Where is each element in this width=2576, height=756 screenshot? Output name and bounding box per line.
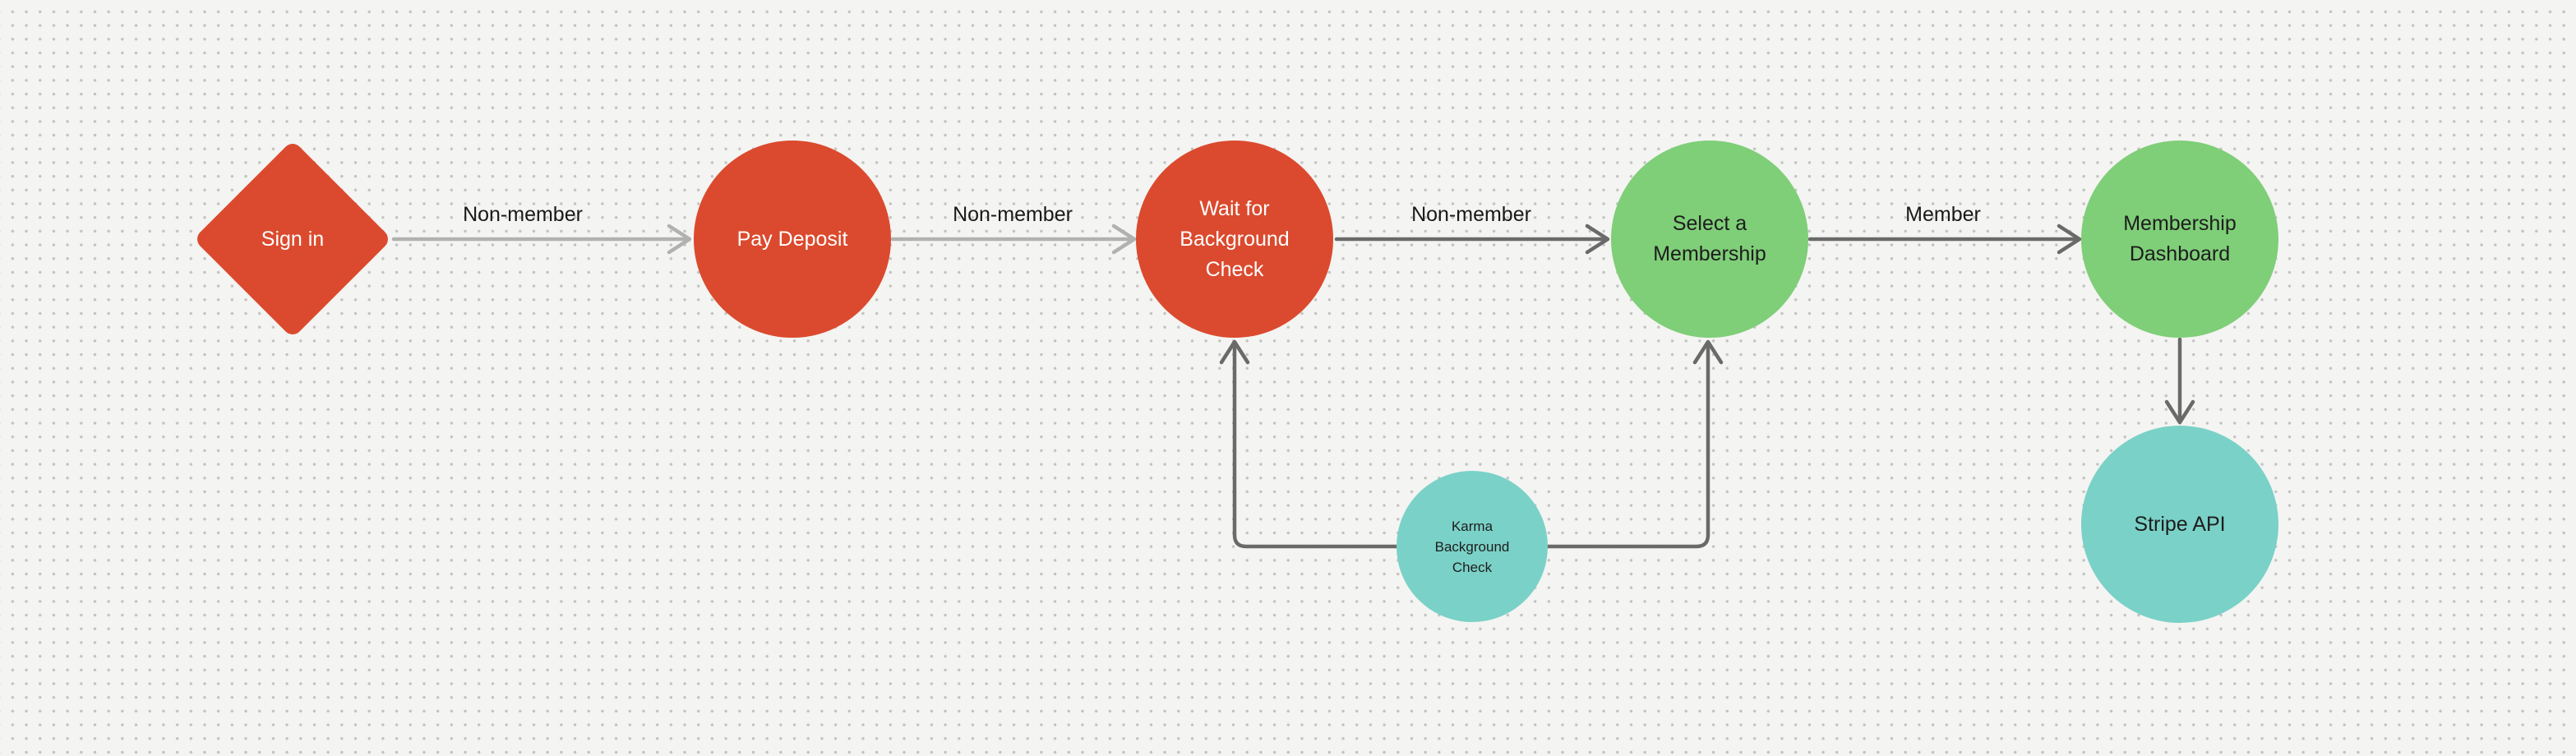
- node-label: Sign in: [261, 227, 325, 251]
- arrowhead-right-icon: [2057, 224, 2082, 255]
- arrowhead-right-icon: [1111, 224, 1137, 255]
- edge-label-non-member-2[interactable]: Non-member: [953, 203, 1073, 226]
- edge-label-non-member-1[interactable]: Non-member: [463, 203, 583, 226]
- edge-line[interactable]: [1545, 343, 1710, 549]
- edge-select-membership-to-membership-dashboard[interactable]: [1807, 224, 2082, 255]
- arrowhead-up-icon: [1219, 339, 1250, 365]
- node-sign-in[interactable]: Sign in: [193, 140, 392, 339]
- edge-label-member[interactable]: Member: [1905, 203, 1981, 226]
- node-label: Stripe API: [2134, 512, 2226, 536]
- node-label: Wait for Background Check: [1180, 196, 1290, 281]
- arrowhead-down-icon: [2164, 399, 2195, 425]
- node-stripe-api[interactable]: Stripe API: [2081, 426, 2278, 623]
- edge-label-non-member-3[interactable]: Non-member: [1411, 203, 1531, 226]
- edge-wait-background-check-to-select-membership[interactable]: [1334, 224, 1610, 255]
- node-label: Karma Background Check: [1434, 518, 1510, 575]
- edge-karma-background-check-to-wait-background-check[interactable]: [1219, 339, 1399, 549]
- arrowhead-up-icon: [1692, 339, 1724, 365]
- edge-membership-dashboard-to-stripe-api[interactable]: [2164, 337, 2195, 425]
- edge-line[interactable]: [1232, 343, 1399, 549]
- edge-sign-in-to-pay-deposit[interactable]: [391, 224, 692, 255]
- node-membership-dashboard[interactable]: Membership Dashboard: [2081, 141, 2278, 338]
- node-label: Pay Deposit: [736, 227, 848, 251]
- node-label: Select a Membership: [1653, 212, 1766, 265]
- edge-pay-deposit-to-wait-background-check[interactable]: [890, 224, 1137, 255]
- arrowhead-right-icon: [1585, 224, 1610, 255]
- node-karma-background-check[interactable]: Karma Background Check: [1396, 471, 1548, 622]
- node-wait-for-background-check[interactable]: Wait for Background Check: [1136, 141, 1333, 338]
- arrowhead-right-icon: [667, 224, 692, 255]
- node-select-a-membership[interactable]: Select a Membership: [1611, 141, 1808, 338]
- edge-karma-background-check-to-select-membership[interactable]: [1545, 339, 1724, 549]
- node-pay-deposit[interactable]: Pay Deposit: [694, 141, 891, 338]
- node-label: Membership Dashboard: [2123, 212, 2237, 265]
